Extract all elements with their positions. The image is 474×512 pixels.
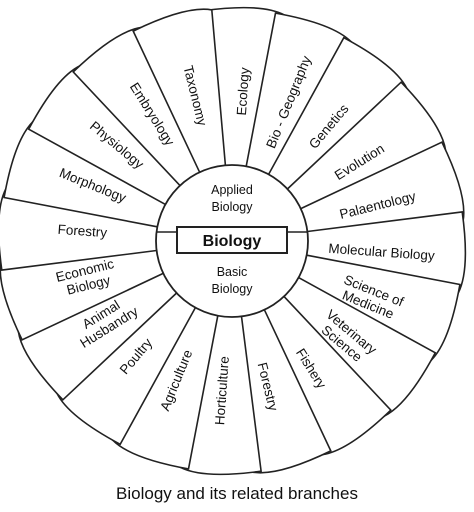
branch-label-line: Forestry [57, 222, 108, 240]
branch-petal [132, 8, 227, 174]
biology-core-label: Biology [203, 233, 262, 250]
branch-label-line: Horticulture [212, 356, 232, 426]
diagram-caption: Biology and its related branches [116, 484, 358, 503]
branch-label: Horticulture [212, 356, 232, 426]
branch-label-line: Ecology [234, 67, 252, 116]
branch-label: Forestry [57, 222, 108, 240]
basic-biology-line-2: Biology [212, 282, 254, 296]
branch-label: Molecular Biology [328, 241, 436, 263]
applied-biology-line-1: Applied [211, 183, 253, 197]
branch-label-line: Molecular Biology [328, 241, 436, 263]
branch-label: Ecology [234, 67, 252, 116]
applied-biology-line-2: Biology [212, 200, 254, 214]
basic-biology-line-1: Basic [217, 265, 248, 279]
biology-core-box [176, 226, 288, 254]
